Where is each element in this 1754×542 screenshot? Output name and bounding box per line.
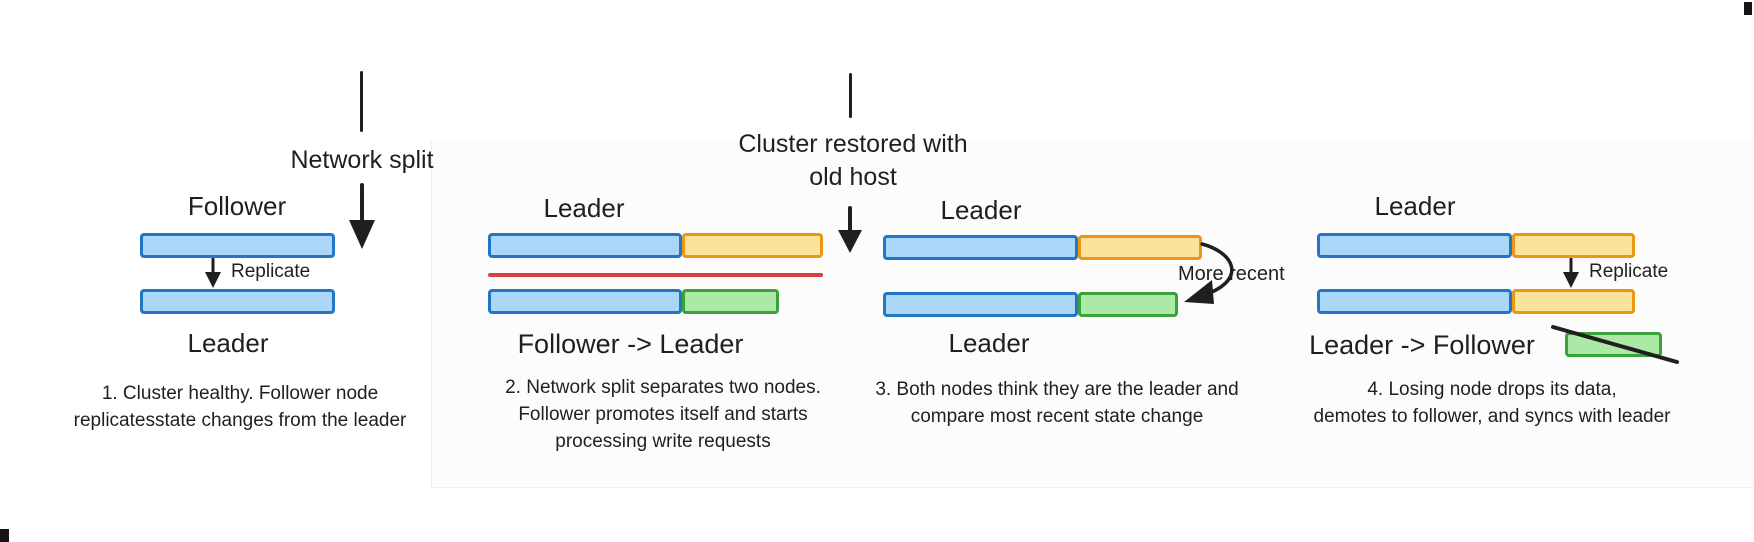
node-bar-follower-base xyxy=(488,289,682,314)
node-bar-follower-new-writes xyxy=(682,289,779,314)
cluster-restored-down-arrow-icon xyxy=(838,206,862,253)
more-recent-curved-arrow-icon xyxy=(1184,242,1234,304)
node-bar-follower-synced-writes xyxy=(1512,289,1635,314)
network-split-down-arrow-icon xyxy=(349,183,375,249)
caption-line: compare most recent state change xyxy=(910,406,1204,427)
step-caption: 2. Network split separates two nodes. Fo… xyxy=(443,374,883,455)
replicate-label: Replicate xyxy=(1589,261,1669,282)
caption-line: Follower promotes itself and starts xyxy=(518,404,808,425)
node-bar-new-leader-writes xyxy=(1078,292,1178,317)
leader-label: Leader xyxy=(940,195,1022,225)
leader-to-follower-label: Leader -> Follower xyxy=(1309,330,1535,360)
node-bar-leader-base xyxy=(488,233,682,258)
artifact-mark-bottom-left xyxy=(0,529,9,542)
step-caption: 4. Losing node drops its data, demotes t… xyxy=(1272,376,1712,430)
node-bar-follower-base xyxy=(1317,289,1512,314)
network-split-tick-line xyxy=(360,71,363,132)
cluster-restored-label-line2: old host xyxy=(809,163,897,191)
strikethrough-line-icon xyxy=(1551,325,1679,364)
leader-label: Leader xyxy=(1374,191,1456,221)
caption-line: replicatesstate changes from the leader xyxy=(73,410,407,431)
caption-line: 4. Losing node drops its data, xyxy=(1367,379,1617,400)
node-bar-leader-base xyxy=(1317,233,1512,258)
caption-line: processing write requests xyxy=(555,431,771,452)
node-bar-new-leader-base xyxy=(883,292,1078,317)
leader-label: Leader xyxy=(187,328,269,358)
replicate-label: Replicate xyxy=(231,261,311,282)
caption-line: 3. Both nodes think they are the leader … xyxy=(875,379,1239,400)
follower-to-leader-label: Follower -> Leader xyxy=(517,329,744,359)
artifact-mark-top-right xyxy=(1744,2,1752,15)
node-bar-old-leader-writes xyxy=(1078,235,1202,260)
network-split-divider-line xyxy=(488,273,823,277)
replicate-arrow-icon xyxy=(205,258,221,288)
caption-line: demotes to follower, and syncs with lead… xyxy=(1313,406,1671,427)
cluster-restored-label-line1: Cluster restored with xyxy=(738,130,968,158)
caption-line: 1. Cluster healthy. Follower node xyxy=(101,383,379,404)
network-split-label: Network split xyxy=(290,146,434,174)
cluster-restored-tick-line xyxy=(849,73,852,118)
step-caption: 1. Cluster healthy. Follower node replic… xyxy=(15,380,465,434)
node-bar-leader xyxy=(140,289,335,314)
node-bar-leader-diverged-writes xyxy=(682,233,823,258)
caption-line: 2. Network split separates two nodes. xyxy=(505,377,821,398)
replicate-arrow-icon xyxy=(1563,258,1579,288)
step-caption: 3. Both nodes think they are the leader … xyxy=(837,376,1277,430)
node-bar-old-leader-base xyxy=(883,235,1078,260)
leader-label-bottom: Leader xyxy=(948,328,1030,358)
node-bar-leader-writes xyxy=(1512,233,1635,258)
follower-label: Follower xyxy=(187,191,287,221)
node-bar-follower xyxy=(140,233,335,258)
leader-label: Leader xyxy=(543,193,625,223)
